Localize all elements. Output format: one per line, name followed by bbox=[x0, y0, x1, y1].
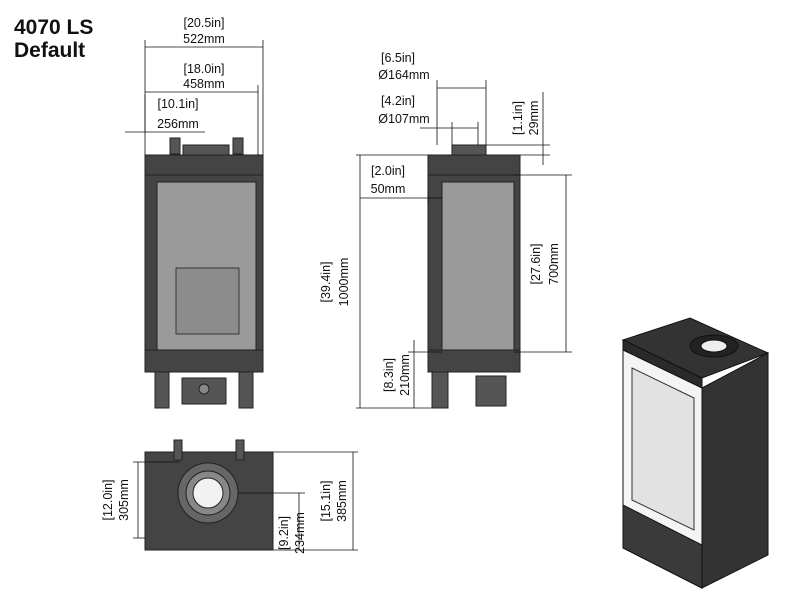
dimension-collar-height: [1.1in] 29mm bbox=[486, 92, 550, 165]
dimension-width-outer: [20.5in] 522mm bbox=[144, 16, 264, 155]
isometric-view bbox=[621, 317, 770, 589]
side-view bbox=[427, 144, 521, 409]
collar-height-in: [1.1in] bbox=[511, 101, 525, 135]
front-view bbox=[144, 137, 264, 409]
dimension-top-offset: [2.0in] 50mm bbox=[360, 164, 442, 205]
model-title: 4070 LS Default bbox=[14, 16, 93, 62]
dimension-base-height: [8.3in] 210mm bbox=[382, 340, 442, 408]
width-inner-in: [18.0in] bbox=[183, 62, 224, 76]
top-offset-mm: 50mm bbox=[371, 182, 406, 196]
plan-view bbox=[144, 439, 274, 551]
plan-depth-in: [15.1in] bbox=[319, 480, 333, 521]
glass-height-in: [27.6in] bbox=[529, 243, 543, 284]
plan-back-offset-mm: 234mm bbox=[293, 512, 307, 554]
glass-height-mm: 700mm bbox=[547, 243, 561, 285]
width-outer-mm: 522mm bbox=[183, 32, 225, 46]
flue-inner-in: [4.2in] bbox=[381, 94, 415, 108]
dimension-plan-flue-depth: [12.0in] 305mm bbox=[101, 461, 180, 539]
collar-height-mm: 29mm bbox=[527, 101, 541, 136]
plan-depth-mm: 385mm bbox=[335, 480, 349, 522]
dimension-flue-offset: [10.1in] 256mm bbox=[125, 95, 205, 133]
total-height-in: [39.4in] bbox=[319, 261, 333, 302]
dimension-flue-inner: [4.2in] Ø107mm bbox=[378, 94, 479, 145]
model-name: 4070 LS bbox=[14, 16, 94, 39]
dimension-plan-back-offset: [9.2in] 234mm bbox=[238, 492, 307, 554]
dimension-total-height: [39.4in] 1000mm bbox=[319, 154, 432, 409]
flue-outer-in: [6.5in] bbox=[381, 51, 415, 65]
plan-back-offset-in: [9.2in] bbox=[277, 516, 291, 550]
flue-offset-in: [10.1in] bbox=[157, 97, 198, 111]
dimension-flue-outer: [6.5in] Ø164mm bbox=[378, 51, 487, 145]
width-inner-mm: 458mm bbox=[183, 77, 225, 91]
dimension-glass-height: [27.6in] 700mm bbox=[514, 174, 572, 353]
flue-outer-mm: Ø164mm bbox=[378, 68, 429, 82]
dimension-plan-depth: [15.1in] 385mm bbox=[273, 451, 358, 551]
width-outer-in: [20.5in] bbox=[183, 16, 224, 30]
total-height-mm: 1000mm bbox=[337, 258, 351, 307]
model-variant: Default bbox=[14, 39, 86, 62]
plan-flue-depth-mm: 305mm bbox=[117, 479, 131, 521]
plan-flue-depth-in: [12.0in] bbox=[101, 479, 115, 520]
flue-inner-mm: Ø107mm bbox=[378, 112, 429, 126]
base-height-mm: 210mm bbox=[398, 354, 412, 396]
flue-offset-mm: 256mm bbox=[157, 117, 199, 131]
top-offset-in: [2.0in] bbox=[371, 164, 405, 178]
dimension-width-inner: [18.0in] 458mm bbox=[145, 62, 259, 155]
base-height-in: [8.3in] bbox=[382, 358, 396, 392]
